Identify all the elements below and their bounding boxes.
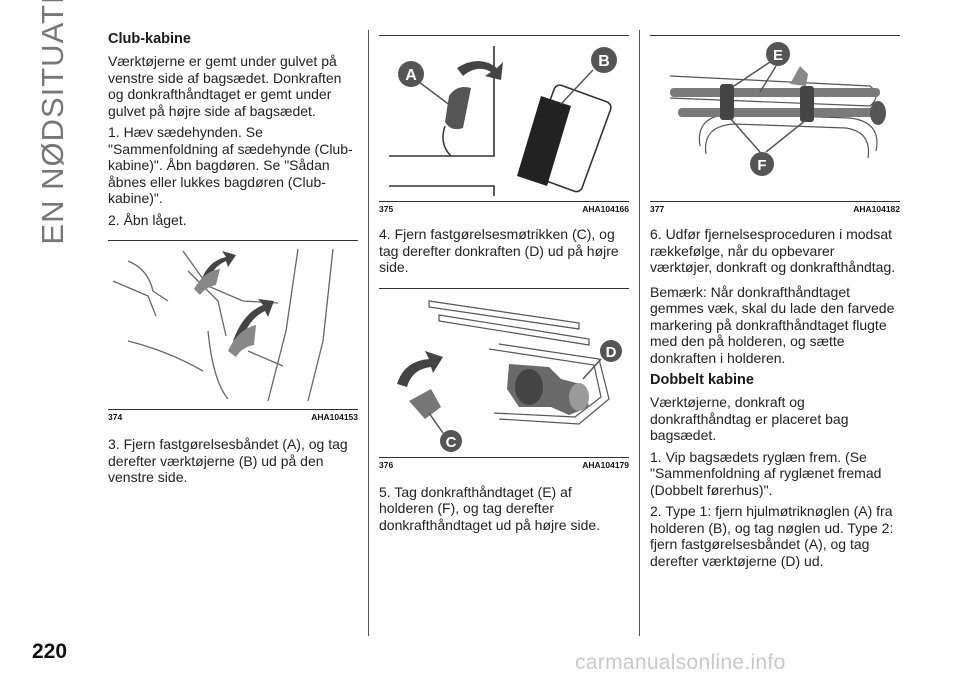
figure-377: E F 377 AHA104182 xyxy=(650,35,900,218)
callout-a: A xyxy=(405,67,417,84)
step-2: 2. Type 1: fjern hjulmøtriknøglen (A) fr… xyxy=(650,503,894,569)
figure-number: 376 xyxy=(379,459,394,470)
heading-club-kabine: Club-kabine xyxy=(108,31,191,47)
column-1: Club-kabine Værktøjerne er gemt under gu… xyxy=(108,30,358,491)
section-side-tab: EN NØDSITUATION xyxy=(28,0,78,245)
step-4: 4. Fjern fastgørelsesmøtrikken (C), og t… xyxy=(379,226,619,275)
figure-caption: 374 AHA104153 xyxy=(108,409,358,426)
figure-caption: 377 AHA104182 xyxy=(650,201,900,218)
figure-caption: 376 AHA104179 xyxy=(379,456,629,474)
figure-number: 377 xyxy=(650,204,665,214)
callout-b: B xyxy=(598,53,610,70)
step-3: 3. Fjern fastgørelsesbåndet (A), og tag … xyxy=(108,436,348,485)
callout-f: F xyxy=(757,157,766,174)
column-divider-1 xyxy=(368,30,369,636)
column-3: E F 377 AHA104182 6. Udfør fjernelsespro… xyxy=(650,30,900,574)
callout-c: C xyxy=(446,434,457,451)
figure-376: C D 376 AHA104179 xyxy=(379,287,629,474)
step-1: 1. Hæv sædehynden. Se "Sammenfoldning af… xyxy=(108,124,353,206)
step-5: 5. Tag donkrafthåndtaget (E) af holderen… xyxy=(379,483,601,533)
callout-d: D xyxy=(606,344,617,361)
step-2: 2. Åbn låget. xyxy=(108,211,187,228)
figure-375: A B 375 AHA104166 xyxy=(379,35,629,218)
figure-number: 374 xyxy=(108,412,123,422)
figure-376-illustration: C D xyxy=(397,299,622,452)
figure-number: 375 xyxy=(379,204,394,214)
column-2: A B 375 AHA104166 4. Fjern fastgørelsesm… xyxy=(379,30,629,538)
figure-375-illustration: A B xyxy=(389,46,617,196)
figure-code: AHA104166 xyxy=(582,204,629,214)
page-number: 220 xyxy=(32,640,68,663)
figure-caption: 375 AHA104166 xyxy=(379,201,629,218)
figure-code: AHA104179 xyxy=(582,459,629,470)
step-6: 6. Udfør fjernelsesproceduren i modsat r… xyxy=(650,226,896,275)
column-divider-2 xyxy=(639,30,640,636)
figure-code: AHA104153 xyxy=(311,412,358,422)
step-1: 1. Vip bagsædets ryglæn frem. (Se "Samme… xyxy=(650,448,882,498)
paragraph: Værktøjerne er gemt under gulvet på vens… xyxy=(108,53,342,119)
note: Bemærk: Når donkrafthåndtaget gemmes væk… xyxy=(650,283,895,366)
watermark: carmanualsonline.info xyxy=(575,651,786,674)
heading-dobbelt-kabine: Dobbelt kabine xyxy=(650,372,754,388)
paragraph: Værktøjerne, donkraft og donkrafthåndtag… xyxy=(650,394,849,443)
figure-code: AHA104182 xyxy=(853,204,900,214)
figure-377-illustration: E F xyxy=(669,42,886,176)
figure-374: 374 AHA104153 xyxy=(108,240,358,426)
section-title: EN NØDSITUATION xyxy=(35,0,70,245)
figure-374-illustration xyxy=(112,248,334,402)
callout-e: E xyxy=(773,47,783,64)
